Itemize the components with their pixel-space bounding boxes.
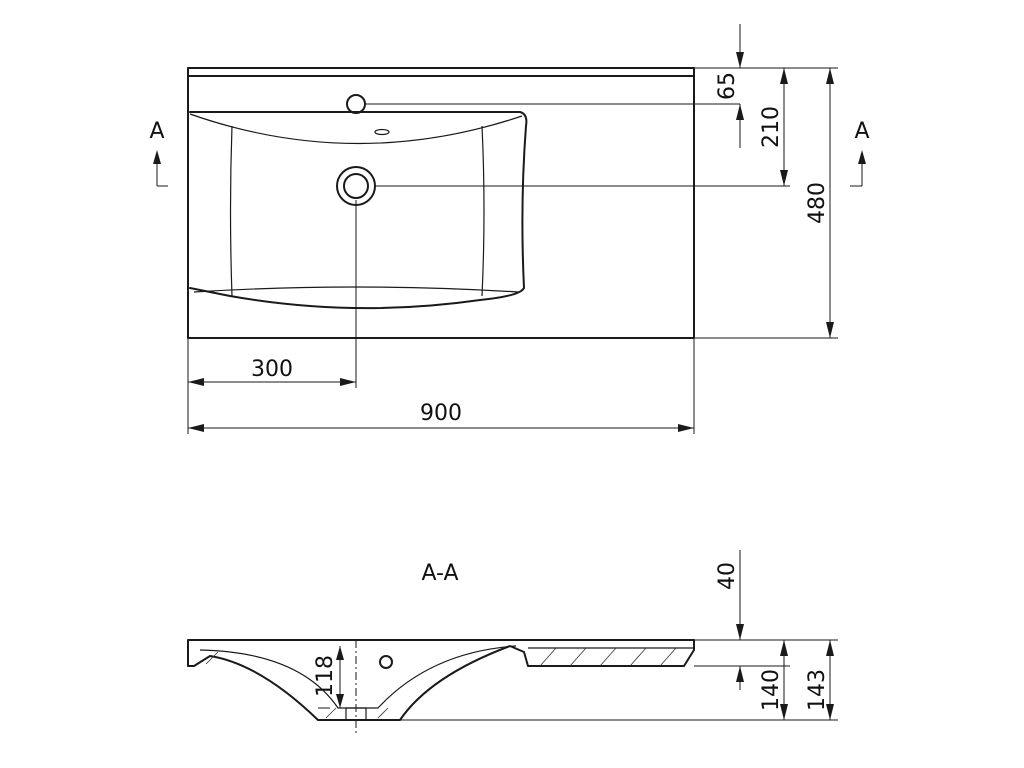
section-profile-outer — [187, 639, 695, 721]
section-hatch — [205, 647, 677, 719]
drain-inner — [343, 173, 369, 199]
dim-40-label: 40 — [715, 562, 740, 590]
dim-300-arrow-right — [340, 378, 356, 386]
drain-outer — [336, 166, 376, 206]
section-view: A-A 40 — [187, 550, 838, 734]
overflow-slot — [374, 128, 390, 136]
dim-140-label: 140 — [759, 669, 784, 711]
section-profile-inner — [199, 645, 517, 709]
bowl-right-wall — [481, 125, 485, 297]
section-overflow-hole — [379, 655, 393, 669]
section-marker-left-label: A — [149, 119, 164, 144]
dim-480-label: 480 — [805, 182, 830, 224]
tap-hole — [346, 94, 366, 114]
dim-210-arrow-top — [780, 68, 788, 84]
basin-outline — [187, 67, 695, 339]
dim-900-label: 900 — [420, 401, 462, 426]
section-title: A-A — [421, 561, 458, 586]
dim-65-arrow-top — [736, 52, 744, 68]
dim-143-label: 143 — [805, 669, 830, 711]
dim-480-arrow-top — [826, 68, 834, 84]
dim-900-arrow-left — [188, 424, 204, 432]
dim-480-arrow-bottom — [826, 322, 834, 338]
dim-210-arrow-bottom — [780, 170, 788, 186]
dim-300-arrow-left — [188, 378, 204, 386]
bowl-outline — [189, 111, 528, 310]
bowl-inner-top — [189, 113, 523, 145]
dim-118-label: 118 — [313, 655, 338, 697]
section-marker-right-label: A — [854, 119, 869, 144]
dim-65-label: 65 — [715, 72, 740, 100]
dim-65-arrow-bottom — [736, 104, 744, 120]
section-marker-left: A — [149, 119, 168, 187]
dim-900-arrow-right — [678, 424, 694, 432]
plan-view: 300 900 65 210 480 A A — [149, 24, 870, 434]
dim-300-label: 300 — [251, 357, 293, 382]
bowl-left-wall — [229, 125, 233, 297]
section-marker-right: A — [850, 119, 870, 187]
dim-210-label: 210 — [759, 106, 784, 148]
